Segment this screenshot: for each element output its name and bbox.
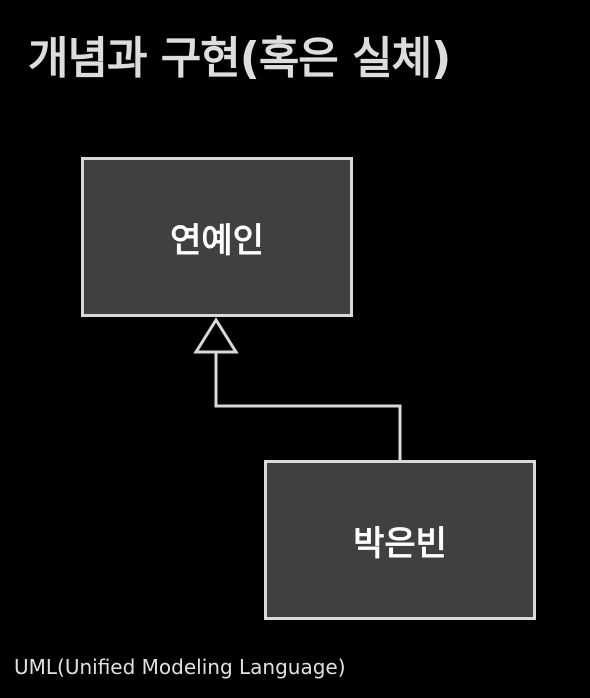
parent-class-box: 연예인 xyxy=(81,157,353,317)
inheritance-line xyxy=(214,352,402,460)
hollow-triangle-arrowhead xyxy=(193,317,239,354)
slide-title: 개념과 구현(혹은 실체) xyxy=(28,33,451,84)
parent-class-label: 연예인 xyxy=(170,220,264,261)
child-class-box: 박은빈 xyxy=(264,460,536,620)
child-class-label: 박은빈 xyxy=(353,523,447,564)
footer-caption: UML(Unified Modeling Language) xyxy=(14,655,346,679)
